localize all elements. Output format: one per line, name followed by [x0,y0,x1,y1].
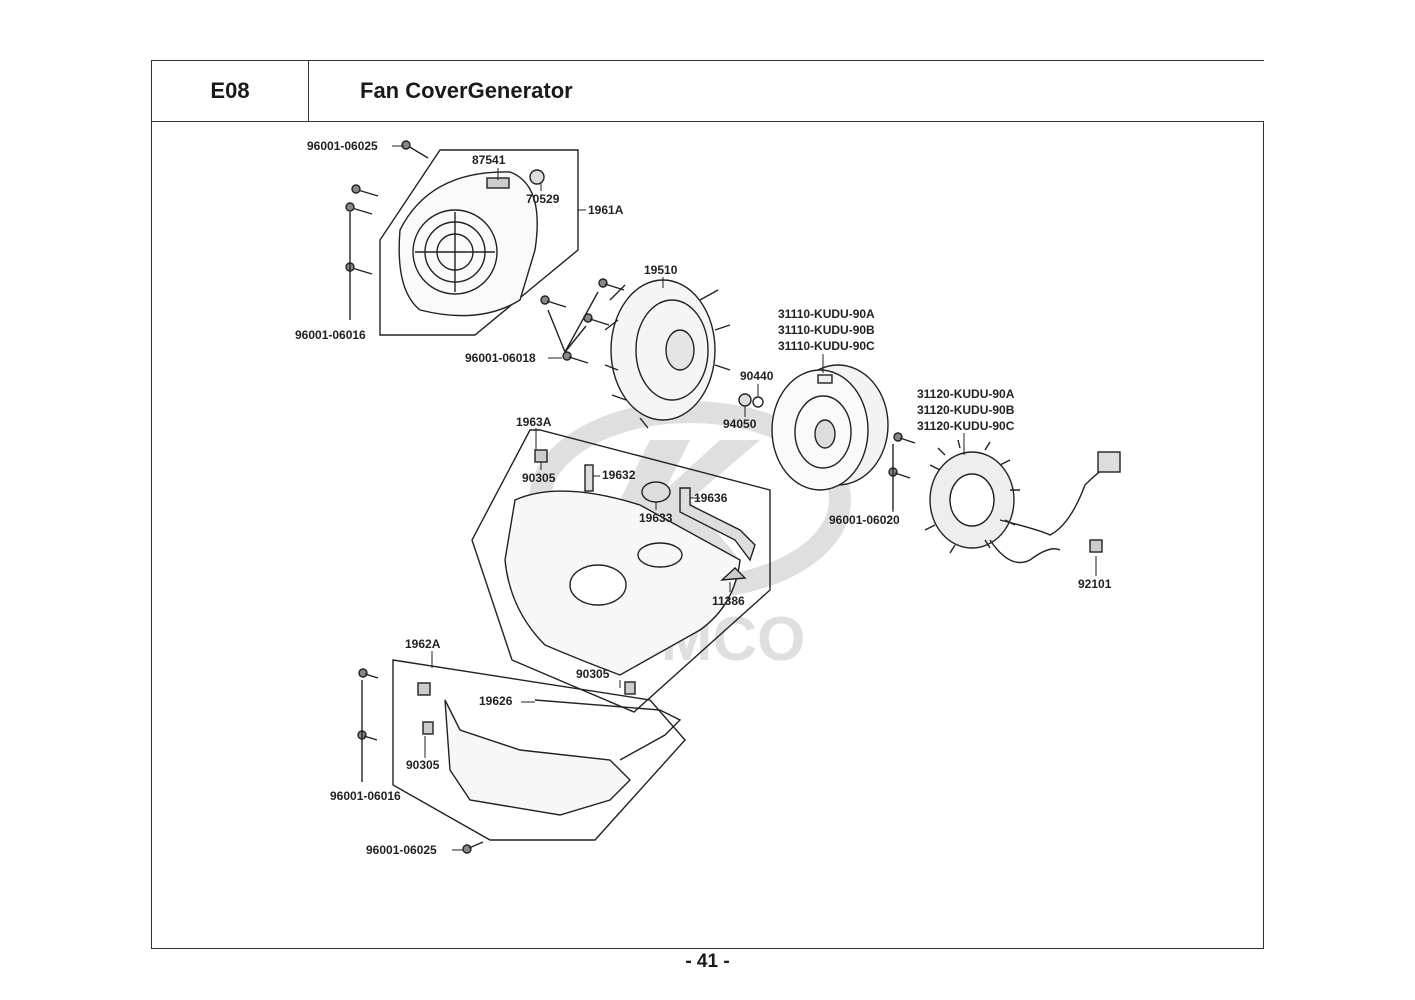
label-31120-KUDU-90A: 31120-KUDU-90A [917,387,1015,401]
label-96001-06025-bottom: 96001-06025 [366,843,437,857]
label-70529: 70529 [526,192,560,206]
screws-96001-06018 [540,278,625,364]
label-31110-KUDU-90B: 31110-KUDU-90B [778,323,875,337]
screws-96001-06016 [345,184,379,320]
label-87541: 87541 [472,153,506,167]
part-94050 [738,393,752,407]
label-19510: 19510 [644,263,678,277]
label-1962A: 1962A [405,637,441,651]
label-92101: 92101 [1078,577,1112,591]
diagram-frame [151,121,1264,949]
fan-cover-group [345,140,579,336]
label-31120-KUDU-90C: 31120-KUDU-90C [917,419,1015,433]
label-31120-KUDU-90B: 31120-KUDU-90B [917,403,1015,417]
engine-shroud-1963A [471,429,771,713]
label-90305-shroud-bottom: 90305 [576,667,610,681]
fan-cover-grille [412,209,498,295]
flywheel-rotor-31110 [738,364,889,491]
shroud-outline [471,429,771,713]
label-11386: 11386 [712,594,745,608]
part-19626 [534,699,682,761]
stator-connector [1097,451,1121,473]
part-90305-bottom [624,681,636,695]
label-19633: 19633 [639,511,673,525]
part-92101 [1089,539,1103,553]
fan-cover-shape [398,171,538,317]
part-90305-lower-b [422,721,434,735]
screws-96001-06020 [888,432,916,510]
lower-cover-outline [392,659,686,841]
label-96001-06020: 96001-06020 [829,513,900,527]
label-90440: 90440 [740,369,774,383]
part-70529 [529,169,545,185]
part-19636 [679,487,756,562]
label-31110-KUDU-90A: 31110-KUDU-90A [778,307,875,321]
label-96001-06016-bottom: 96001-06016 [330,789,401,803]
label-19626: 19626 [479,694,513,708]
label-96001-06018: 96001-06018 [465,351,536,365]
leader-lines [392,145,1097,851]
fan-cover-outline [379,149,579,336]
label-96001-06016-top: 96001-06016 [295,328,366,342]
label-1963A: 1963A [516,415,552,429]
label-90305-lower: 90305 [406,758,440,772]
page-number: - 41 - [685,951,730,972]
part-90305-top [534,449,548,463]
label-90305-shroud-top: 90305 [522,471,556,485]
label-96001-06025-top: 96001-06025 [307,139,378,153]
label-1961A: 1961A [588,203,624,217]
label-31110-KUDU-90C: 31110-KUDU-90C [778,339,875,353]
part-19633 [641,481,671,503]
label-94050: 94050 [723,417,757,431]
lower-cover-1962A [357,659,686,854]
part-19632 [584,464,594,492]
part-90305-lower-a [417,682,431,696]
section-code: E08 [210,78,250,103]
part-90440 [752,396,764,408]
stator-31120 [888,432,1121,564]
label-19636: 19636 [694,491,728,505]
screws-96001-06016-lower [357,668,379,782]
section-title: Fan CoverGenerator [360,78,573,103]
stator-wire-harness [999,464,1111,536]
label-19632: 19632 [602,468,636,482]
part-11386 [720,567,747,581]
